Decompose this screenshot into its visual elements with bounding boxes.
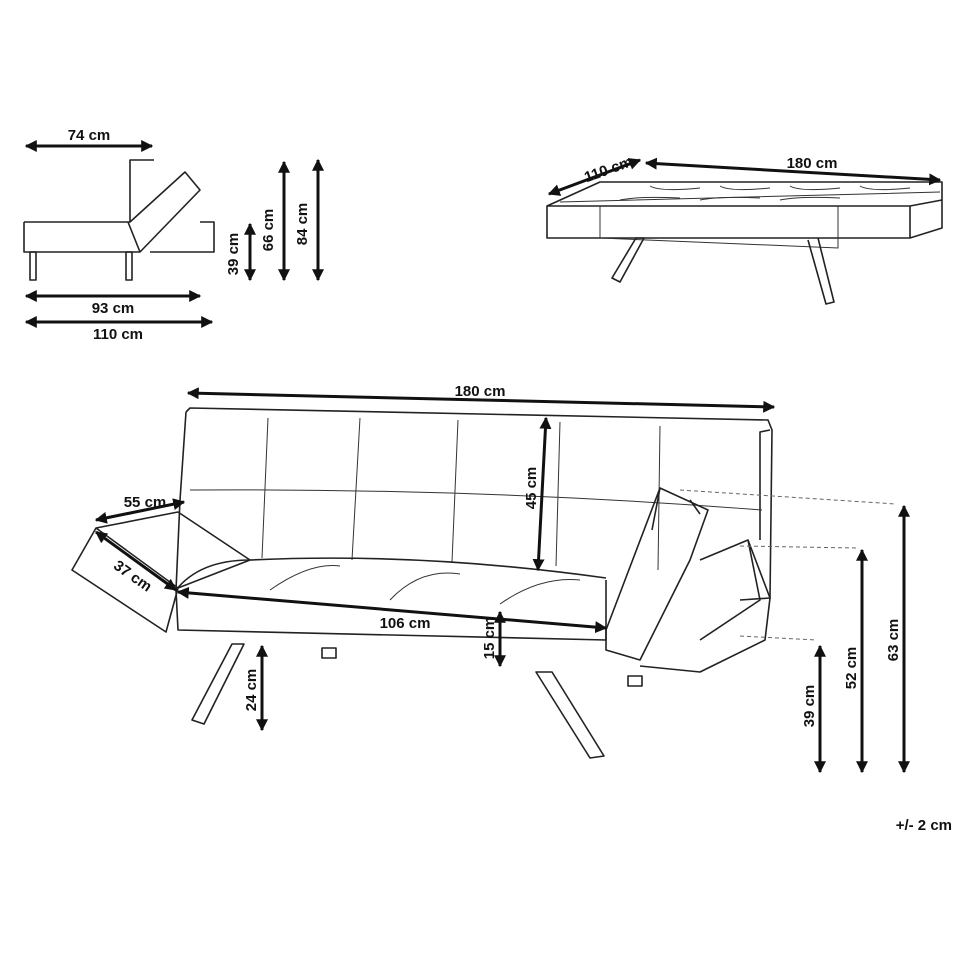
side-view: 74 cm 93 cm 110 cm 39 cm 66 cm 84 cm [23, 127, 324, 343]
bed-view: 110 cm 180 cm [546, 153, 943, 305]
label-leg-height: 24 cm [243, 669, 260, 712]
label-bed-width: 180 cm [787, 155, 838, 172]
label-side-depth-seat: 93 cm [92, 300, 135, 317]
label-side-seat-height: 39 cm [225, 233, 242, 276]
label-side-total-height: 84 cm [294, 203, 311, 246]
label-arm-height: 52 cm [843, 647, 860, 690]
front-view: 180 cm 55 cm 37 cm 45 cm 106 cm 15 cm 24… [71, 383, 910, 774]
label-seat-height: 39 cm [801, 685, 818, 728]
label-front-width: 180 cm [455, 383, 506, 400]
label-side-arm-height: 66 cm [260, 209, 277, 252]
label-arm-depth: 55 cm [124, 494, 167, 511]
label-side-depth-total: 110 cm [93, 326, 143, 343]
tolerance-note: +/- 2 cm [896, 817, 952, 834]
label-arm-width: 37 cm [110, 557, 155, 595]
label-side-depth-top: 74 cm [68, 127, 111, 144]
label-total-height: 63 cm [885, 619, 902, 662]
label-back-height: 45 cm [523, 467, 540, 510]
label-seat-width: 106 cm [380, 615, 431, 632]
label-seat-thickness: 15 cm [481, 617, 498, 660]
